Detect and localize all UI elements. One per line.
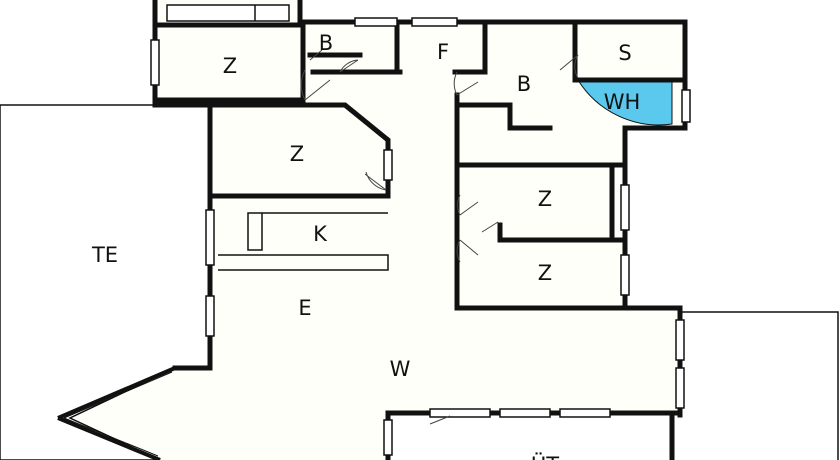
room-label-s: S: [618, 41, 631, 65]
kitchen-counters: [218, 212, 389, 271]
terrace-right: [680, 311, 839, 460]
room-label-z1: Z: [223, 54, 237, 78]
interior-floor: [70, 0, 685, 460]
windows: [150, 4, 691, 456]
room-label-te: TE: [91, 243, 118, 267]
room-label-z4: Z: [538, 261, 552, 285]
room-label-z2: Z: [290, 142, 304, 166]
room-label-k: K: [313, 222, 328, 246]
room-label-ut: ÜT: [531, 452, 559, 460]
door-swings: [300, 49, 579, 425]
room-label-b2: B: [517, 72, 531, 96]
interior-walls: [157, 22, 688, 311]
room-label-z3: Z: [538, 187, 552, 211]
room-label-w: W: [390, 357, 411, 381]
room-labels: TE Z B F B S WH Z K Z Z E W ÜT: [91, 31, 640, 460]
room-label-f: F: [437, 40, 449, 64]
wh-room-fill: [577, 79, 673, 126]
bay-wall: [57, 366, 176, 460]
room-label-b1: B: [319, 31, 333, 55]
room-label-wh: WH: [604, 90, 641, 114]
room-label-e: E: [298, 296, 311, 320]
